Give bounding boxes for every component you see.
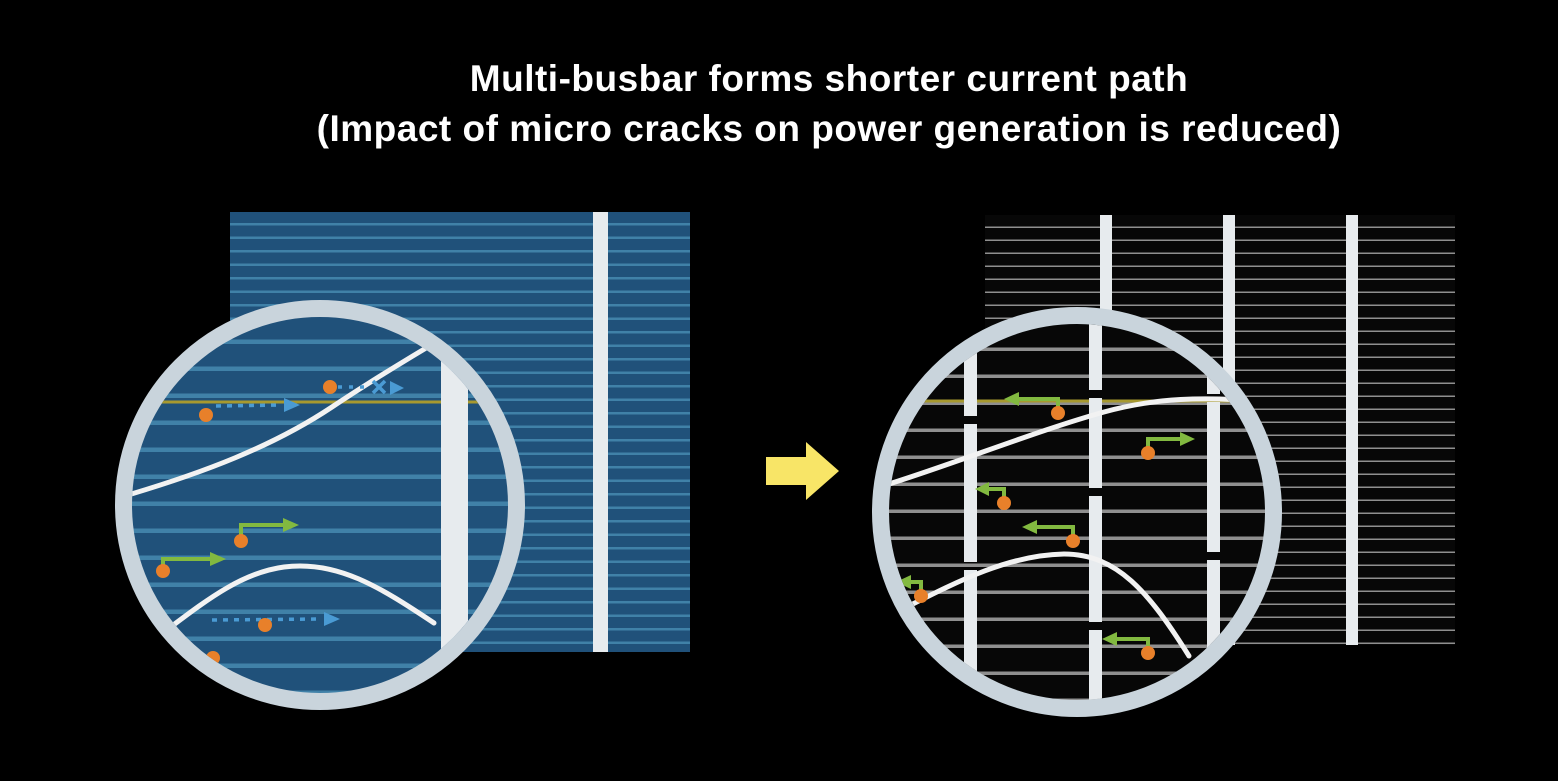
short-current-path-arrow	[161, 552, 226, 571]
diagram-title: Multi-busbar forms shorter current path …	[50, 54, 1558, 154]
busbar	[1207, 402, 1220, 552]
transition-arrow	[766, 442, 839, 500]
arrowhead-icon	[390, 381, 404, 395]
busbar	[1089, 630, 1102, 700]
micro-crack	[132, 332, 451, 497]
arrow-right-icon	[766, 442, 839, 500]
electron-dot	[156, 564, 170, 578]
short-current-path-arrow	[1146, 432, 1195, 453]
arrowhead-icon	[975, 482, 989, 496]
arrowhead-icon	[210, 552, 226, 566]
busbar	[964, 570, 977, 700]
electron-dot	[234, 534, 248, 548]
short-current-path-arrow	[1102, 632, 1150, 653]
electron-dot	[997, 496, 1011, 510]
electron-dot	[199, 408, 213, 422]
title-line-1: Multi-busbar forms shorter current path	[469, 58, 1189, 99]
busbar	[1346, 215, 1358, 645]
blocked-current-path-arrow	[338, 379, 404, 395]
electron-dots	[156, 380, 337, 665]
long-current-path-arrow	[215, 398, 300, 412]
busbar-segments	[964, 324, 1220, 700]
title-line-2: (Impact of micro cracks on power generat…	[316, 108, 1342, 149]
electron-dot	[323, 380, 337, 394]
arrowhead-icon	[1102, 632, 1117, 646]
electron-dot	[206, 651, 220, 665]
x-cross-icon	[371, 379, 387, 395]
arrowhead-icon	[1022, 520, 1037, 534]
arrowhead-icon	[283, 518, 299, 532]
micro-crack	[889, 396, 1265, 487]
busbar	[964, 424, 977, 562]
arrowhead-icon	[324, 612, 340, 626]
arrowhead-icon	[1180, 432, 1195, 446]
arrowhead-icon	[284, 398, 300, 412]
electron-dot	[914, 589, 928, 603]
busbar	[1089, 324, 1102, 390]
busbar	[593, 212, 608, 652]
long-current-path-arrow	[211, 612, 340, 626]
busbar	[441, 317, 468, 693]
arrowhead-icon	[896, 575, 911, 589]
electron-dot	[1066, 534, 1080, 548]
short-current-path-arrow	[1022, 520, 1075, 541]
busbar	[964, 324, 977, 416]
micro-crack	[135, 563, 437, 654]
electron-dot	[1051, 406, 1065, 420]
left-magnifier	[115, 300, 525, 710]
short-current-path-arrow	[239, 518, 299, 541]
left-magnifier-detail	[132, 317, 508, 693]
right-magnifier-detail	[889, 324, 1265, 700]
busbar	[1207, 324, 1220, 394]
micro-crack	[889, 551, 1192, 659]
busbar	[1207, 560, 1220, 700]
busbar	[1089, 398, 1102, 488]
electron-dots	[914, 406, 1155, 660]
electron-dot	[1141, 446, 1155, 460]
right-magnifier	[872, 307, 1282, 717]
arrowhead-icon	[1004, 392, 1019, 406]
electron-dot	[1141, 646, 1155, 660]
electron-dot	[258, 618, 272, 632]
